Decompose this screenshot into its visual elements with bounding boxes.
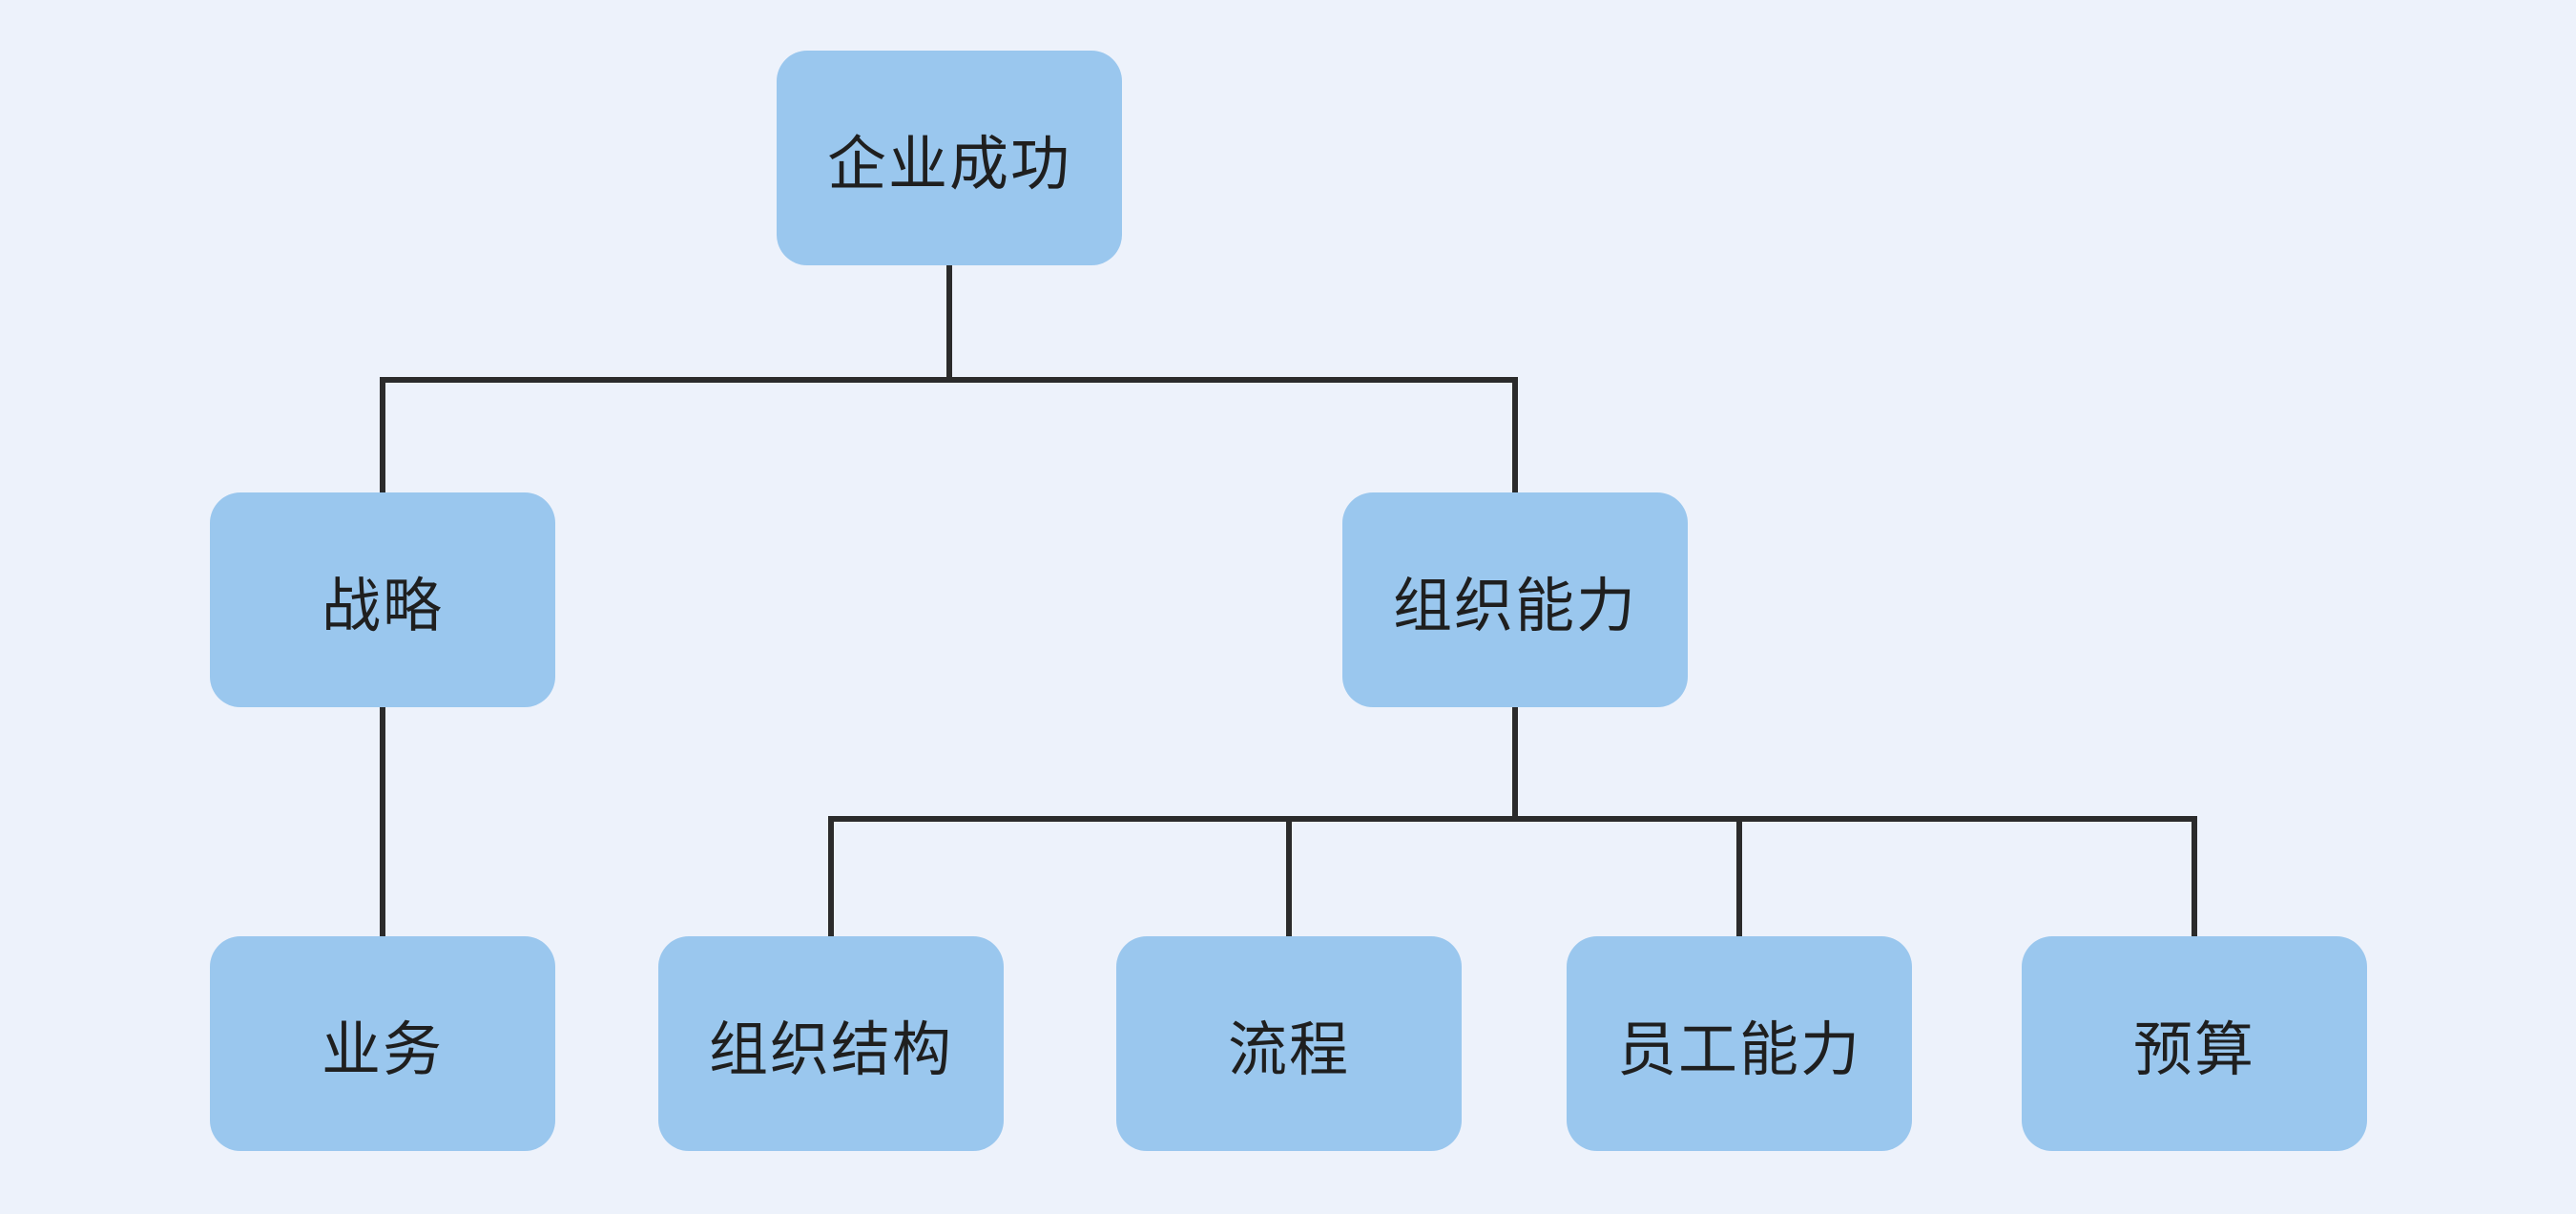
node-label: 业务 <box>321 1016 444 1083</box>
node-root[interactable]: 企业成功 <box>777 51 1122 265</box>
node-label: 企业成功 <box>826 131 1071 198</box>
node-strategy[interactable]: 战略 <box>210 492 555 707</box>
node-org-capability[interactable]: 组织能力 <box>1342 492 1688 707</box>
node-business[interactable]: 业务 <box>210 936 555 1151</box>
node-label: 流程 <box>1227 1016 1350 1083</box>
node-org-structure[interactable]: 组织结构 <box>658 936 1004 1151</box>
node-label: 战略 <box>321 573 444 639</box>
node-label: 预算 <box>2132 1016 2255 1083</box>
node-process[interactable]: 流程 <box>1116 936 1462 1151</box>
node-label: 员工能力 <box>1616 1016 1861 1083</box>
node-budget[interactable]: 预算 <box>2022 936 2367 1151</box>
node-label: 组织能力 <box>1392 573 1637 639</box>
node-employee-capability[interactable]: 员工能力 <box>1567 936 1912 1151</box>
node-label: 组织结构 <box>708 1016 953 1083</box>
